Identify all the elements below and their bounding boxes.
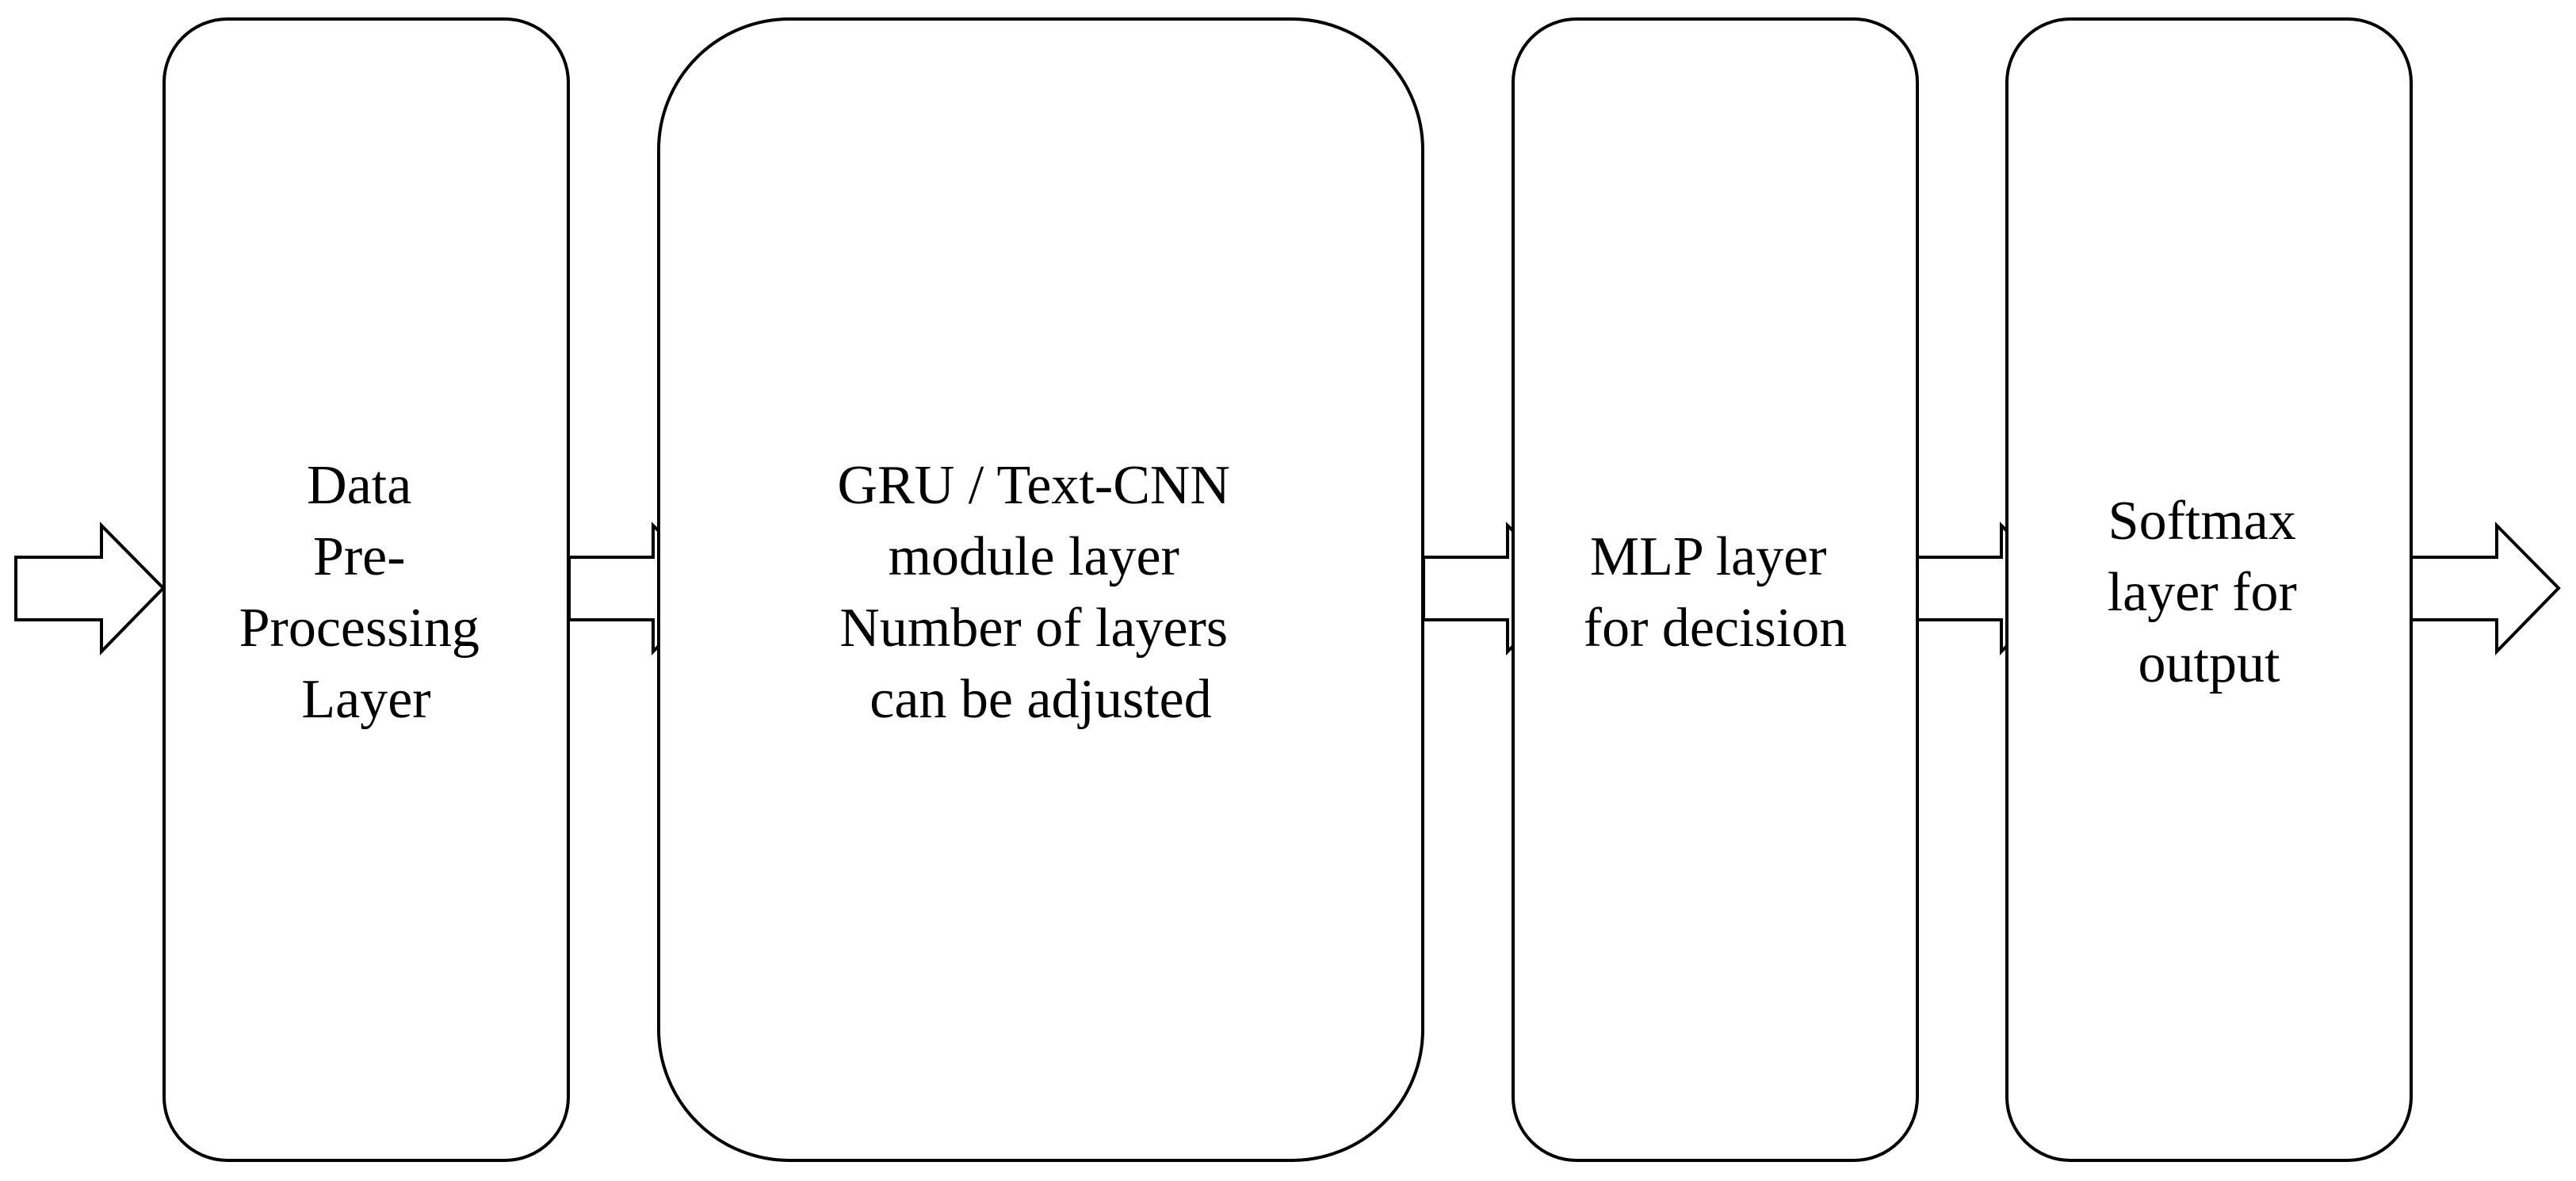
gru-textcnn-label: GRU / Text-CNN module layer Number of la…	[838, 455, 1244, 730]
preprocessing-label: Data Pre- Processing Layer	[239, 455, 494, 730]
mlp-block: MLP layer for decision	[1512, 17, 1919, 1162]
softmax-label: Softmax layer for output	[2108, 491, 2311, 694]
output-arrow	[2410, 522, 2561, 655]
preprocessing-block: Data Pre- Processing Layer	[162, 17, 570, 1162]
input-arrow	[14, 522, 166, 655]
softmax-block: Softmax layer for output	[2005, 17, 2413, 1162]
mlp-label: MLP layer for decision	[1584, 526, 1847, 659]
gru-textcnn-block: GRU / Text-CNN module layer Number of la…	[657, 17, 1424, 1162]
